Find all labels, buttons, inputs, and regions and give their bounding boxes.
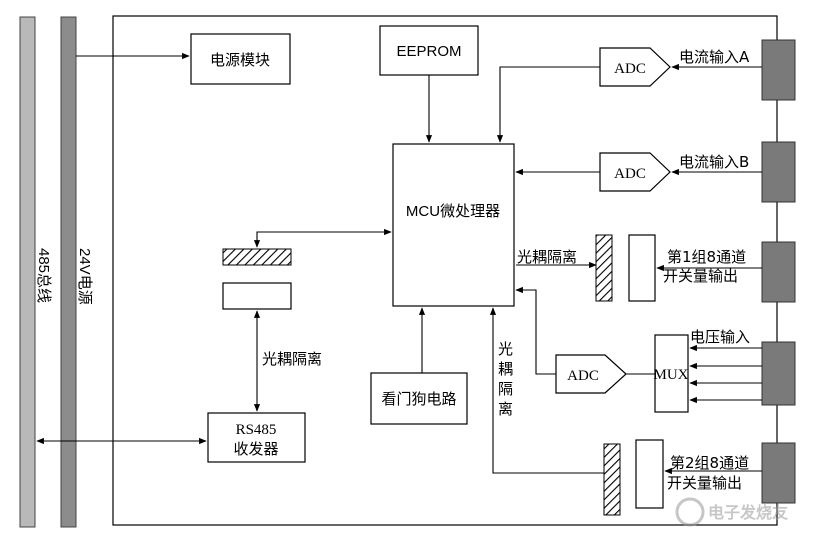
group2-optocoupler-hatched — [603, 443, 621, 516]
connector-current-a — [761, 39, 796, 101]
optocoupler-vertical-1: 光 — [498, 340, 513, 358]
optocoupler-vertical-3: 隔 — [498, 380, 513, 398]
current-input-b-label: 电流输入B — [679, 153, 749, 171]
adc-voltage-label: ADC — [567, 368, 599, 384]
eeprom-label: EEPROM — [396, 43, 461, 60]
group1-driver-box — [628, 234, 656, 302]
group1-output-label-line1: 第1组8通道 — [667, 248, 746, 266]
mcu-block — [392, 143, 515, 307]
eeprom-block — [379, 25, 479, 76]
rs485-transceiver-label-1: RS485 — [236, 422, 277, 438]
power-module-label: 电源模块 — [210, 51, 270, 69]
adc-a-to-mcu-line — [496, 66, 600, 143]
rs485-bus-label: 485总线 — [35, 248, 52, 303]
mux-block — [654, 334, 689, 413]
optocoupler-vertical-4: 离 — [498, 400, 513, 418]
rs485-optocoupler-box — [222, 282, 292, 310]
voltage-input-label: 电压输入 — [690, 328, 750, 346]
group2-opto-to-mcu-line — [489, 307, 604, 474]
optocoupler-vertical-2: 耦 — [498, 360, 513, 378]
group2-output-label-line1: 第2组8通道 — [670, 454, 749, 472]
watermark-logo-icon — [675, 497, 705, 527]
adc-voltage-to-mcu-line — [515, 286, 556, 375]
rs485-optocoupler-label: 光耦隔离 — [262, 350, 322, 368]
group2-output-label-line2: 开关量输出 — [667, 474, 742, 492]
rs485-transceiver-label-2: 收发器 — [233, 440, 278, 458]
adc-b-label: ADC — [614, 166, 646, 182]
adc-b-block — [599, 152, 671, 192]
rs485-transceiver-block — [207, 412, 306, 463]
group1-output-label-line2: 开关量输出 — [663, 267, 738, 285]
watchdog-label: 看门狗电路 — [381, 390, 456, 408]
connector-current-b — [761, 141, 796, 203]
watermark: 电子发烧友 — [675, 497, 789, 527]
group2-driver-box — [635, 439, 664, 509]
connector-voltage — [761, 341, 796, 406]
power-24v-bus-label: 24V电源 — [76, 248, 93, 305]
group1-optocoupler-label: 光耦隔离 — [517, 248, 577, 266]
adc-a-block — [599, 47, 671, 87]
group1-optocoupler-hatched — [595, 234, 613, 302]
rs485-bus-bar — [19, 16, 36, 528]
power-module-block — [190, 33, 291, 85]
mcu-label: MCU微处理器 — [406, 203, 500, 220]
rs485-optocoupler-hatched — [222, 248, 292, 266]
connector-group2 — [761, 442, 796, 504]
mux-label: MUX — [653, 367, 688, 383]
power-24v-bus-bar — [60, 16, 77, 528]
current-input-a-label: 电流输入A — [679, 48, 750, 66]
adc-voltage-block — [555, 354, 627, 394]
watchdog-block — [370, 372, 468, 425]
connector-group1 — [761, 241, 796, 303]
watermark-text: 电子发烧友 — [708, 503, 789, 522]
mcu-to-rs485-opto-line — [253, 228, 392, 248]
adc-a-label: ADC — [614, 61, 646, 77]
